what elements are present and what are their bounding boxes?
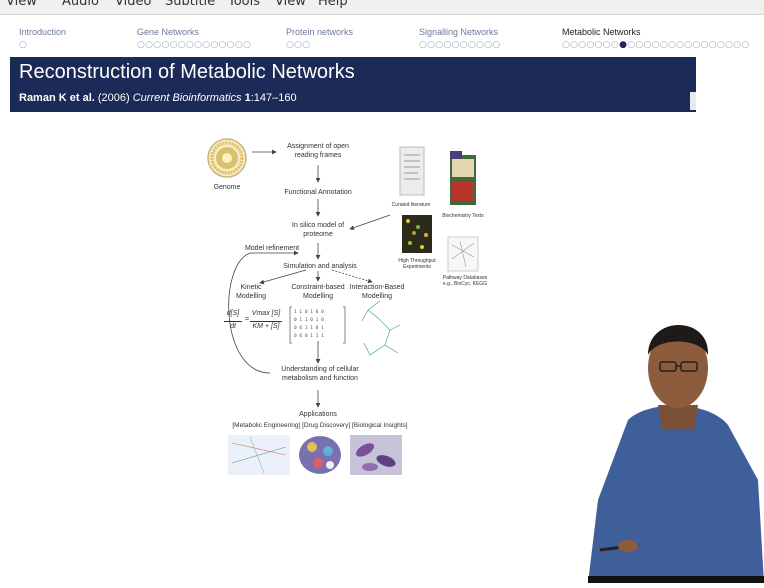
label-functional-annotation: Functional Annotation [284,189,352,196]
svg-text:0 0 0 1 1 1: 0 0 0 1 1 1 [294,333,324,339]
menu-help[interactable]: Help [318,0,348,9]
citation-year: (2006) [94,92,133,104]
nav-dots-before: ○○○○○○○ [562,40,620,50]
slide-edge-decoration [690,92,696,110]
citation-journal: Current Bioinformatics [132,92,242,104]
citation-pages: :147–160 [250,92,297,104]
nav-protein-networks-dots[interactable]: ○○○ [286,40,311,50]
slide-title: Reconstruction of Metabolic Networks [19,61,355,83]
menu-bar: View Audio Video Subtitle Tools View Hel… [0,0,764,15]
slide-citation: Raman K et al. (2006) Current Bioinforma… [19,92,297,104]
label-interaction: Interaction-Based Modelling [349,284,405,300]
reconstruction-flowchart: 1 1 0 1 0 0 0 1 1 0 1 0 0 0 1 1 0 1 0 0 … [190,125,520,490]
label-orf: Assignment of open reading frames [287,143,349,159]
pathway-database-image [447,236,479,272]
label-understanding: Understanding of cellular metabolism and… [281,366,359,382]
nav-current-dot: ● [619,40,628,50]
eq-equals: = [244,316,250,323]
eq-rhs-denominator: KM + [S] [250,321,282,331]
menu-audio[interactable]: Audio [62,0,99,9]
nav-signalling-networks-dots[interactable]: ○○○○○○○○○○ [419,40,501,50]
label-insilico-model: In silico model of proteome [291,222,345,238]
interaction-network-graphic [361,300,401,356]
drug-discovery-image [299,436,341,474]
svg-text:0 0 1 1 0 1: 0 0 1 1 0 1 [294,325,324,331]
label-kinetic: Kinetic Modelling [236,284,266,300]
nav-signalling-networks[interactable]: Signalling Networks [419,27,499,37]
eq-rhs-numerator: Vmax [S] [251,310,281,317]
high-throughput-image [402,215,432,253]
label-high-throughput: High Throughput Experiments [398,258,436,270]
label-constraint: Constraint-based Modelling [291,284,345,300]
nav-gene-networks-dots[interactable]: ○○○○○○○○○○○○○○ [137,40,252,50]
speaker-video [588,300,764,583]
label-simulation: Simulation and analysis [283,263,357,270]
nav-metabolic-networks-dots[interactable]: ○○○○○○○●○○○○○○○○○○○○○○○ [562,40,750,50]
biological-insights-image [350,435,402,475]
nav-metabolic-networks[interactable]: Metabolic Networks [562,27,641,37]
nav-introduction[interactable]: Introduction [19,27,67,37]
citation-authors: Raman K et al. [19,92,95,104]
nav-introduction-dots[interactable]: ○ [19,40,28,50]
eq-lhs-denominator: dt [224,321,242,331]
metabolic-engineering-image [228,435,290,475]
nav-dots-after: ○○○○○○○○○○○○○○○ [627,40,750,50]
svg-text:1 1 0 1 0 0: 1 1 0 1 0 0 [294,309,324,315]
label-biochemistry-texts: Biochemistry Texts [442,213,484,219]
nav-gene-networks[interactable]: Gene Networks [137,27,200,37]
label-pathway-databases: Pathway Databases e.g., BioCyc, KEGG [442,275,488,287]
nav-protein-networks[interactable]: Protein networks [286,27,354,37]
speaker-figure [588,325,764,583]
section-navigation: Introduction ○ Gene Networks ○○○○○○○○○○○… [0,15,764,55]
menu-view[interactable]: View [6,0,37,9]
genome-icon [207,138,247,178]
label-application-list: [Metabolic Engineering] [Drug Discovery]… [232,422,408,429]
menu-subtitle[interactable]: Subtitle [165,0,216,9]
label-genome: Genome [213,184,241,191]
slide-title-bar: Reconstruction of Metabolic Networks Ram… [10,57,696,112]
biochemistry-texts-image [450,151,476,205]
menu-tools[interactable]: Tools [228,0,261,9]
label-applications: Applications [299,411,337,418]
menu-video[interactable]: Video [115,0,152,9]
stoichiometric-matrix [289,306,346,344]
flowchart-graphics: 1 1 0 1 0 0 0 1 1 0 1 0 0 0 1 1 0 1 0 0 … [207,138,479,475]
menu-view-2[interactable]: View [275,0,306,9]
curated-literature-image [399,146,425,196]
label-curated-literature: Curated literature [391,202,431,208]
citation-volume: 1 [241,92,251,104]
label-model-refinement: Model refinement [244,245,300,252]
eq-lhs-numerator: d[S] [226,310,240,317]
svg-text:0 1 1 0 1 0: 0 1 1 0 1 0 [294,317,324,323]
